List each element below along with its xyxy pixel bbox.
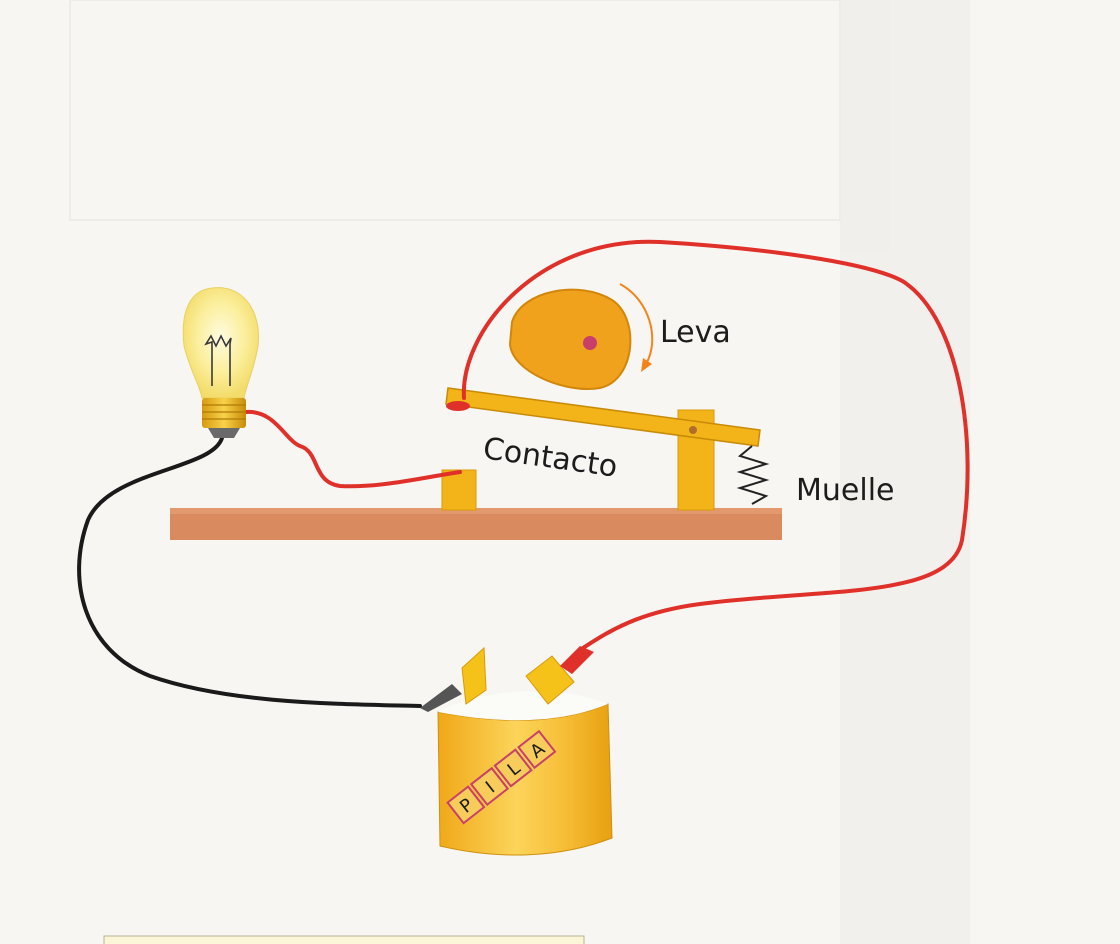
lever-pivot [689,426,697,434]
label-leva: Leva [660,315,731,350]
red-wire-lever-to-battery [461,239,970,652]
lever-contact-tip [446,401,470,411]
battery-label: P I L A [446,729,557,825]
red-wire-bulb-to-contact [244,409,462,489]
spring-icon [736,445,770,505]
light-bulb-icon [182,287,259,438]
background-bleed [69,0,970,944]
label-contacto: Contacto [481,431,620,484]
label-muelle: Muelle [796,473,894,508]
battery-terminal-positive [525,655,575,705]
battery-terminal-negative [461,646,487,705]
lever-arm [445,387,761,447]
rotation-arrow-icon [619,283,654,372]
black-wire-bulb-to-battery [77,436,422,708]
cam-icon [508,288,632,390]
cam-pivot [583,336,597,350]
contact-post [441,469,477,511]
bottom-box-edge [103,935,585,944]
battery-icon [420,646,613,856]
